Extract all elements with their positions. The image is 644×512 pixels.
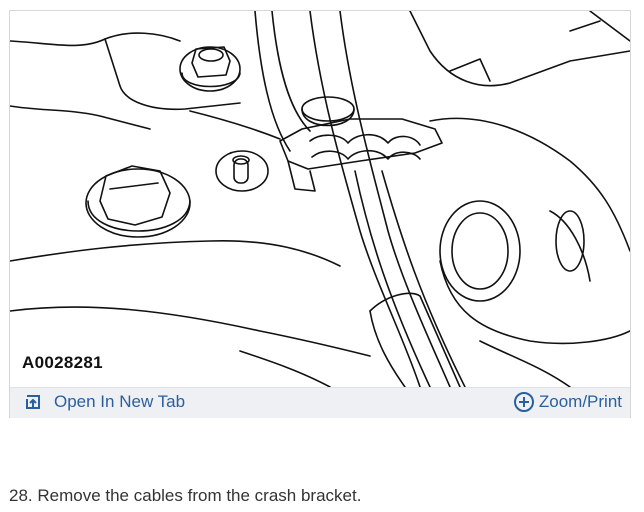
open-in-new-tab-icon xyxy=(24,393,42,411)
cable-bracket-drawing xyxy=(10,11,630,387)
plus-circle-icon xyxy=(513,391,535,413)
open-in-new-tab-link[interactable]: Open In New Tab xyxy=(24,392,185,412)
figure-action-bar: Open In New Tab Zoom/Print xyxy=(10,387,630,418)
figure-card: A0028281 Open In New Tab Zoom/Print xyxy=(9,10,631,418)
open-in-new-tab-label: Open In New Tab xyxy=(54,392,186,411)
zoom-print-link[interactable]: Zoom/Print xyxy=(513,391,622,413)
procedure-step-text: 28. Remove the cables from the crash bra… xyxy=(9,486,362,505)
figure-id-label: A0028281 xyxy=(20,353,105,373)
technical-illustration: A0028281 xyxy=(10,11,630,387)
zoom-print-label: Zoom/Print xyxy=(538,392,622,411)
